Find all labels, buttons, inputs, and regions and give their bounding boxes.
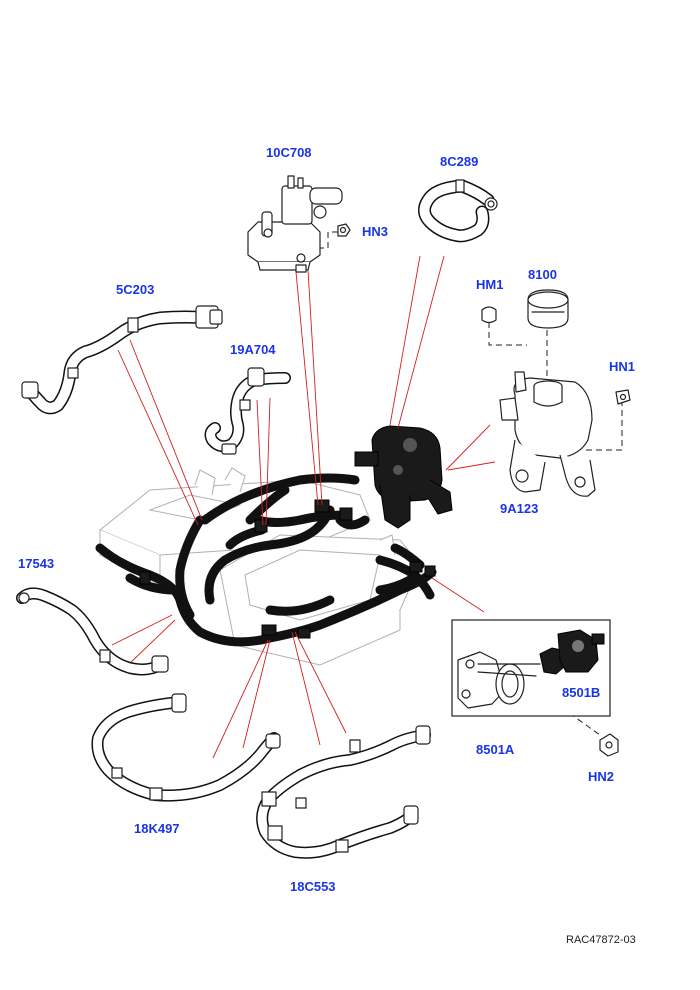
label-18K497[interactable]: 18K497: [134, 821, 180, 836]
part-HN1-bolt: [615, 389, 631, 405]
label-5C203[interactable]: 5C203: [116, 282, 155, 297]
power-module-housing: [99, 467, 421, 666]
part-18K497-hose: [91, 693, 281, 802]
label-8501A[interactable]: 8501A: [476, 742, 515, 757]
part-8C289-hose: [418, 179, 498, 243]
part-HN3-bolt: [337, 223, 351, 237]
label-HM1[interactable]: HM1: [476, 277, 504, 292]
leader-lines: [111, 255, 496, 759]
assembled-hose-harness: [95, 473, 437, 647]
part-8100-reservoir-cap: [527, 289, 569, 329]
label-8501B[interactable]: 8501B: [562, 685, 601, 700]
part-10C708-cooler: [247, 175, 343, 273]
label-9A123[interactable]: 9A123: [500, 501, 539, 516]
part-HM1-plug: [481, 306, 497, 324]
label-HN1[interactable]: HN1: [609, 359, 636, 374]
label-18C553[interactable]: 18C553: [290, 879, 336, 894]
label-17543[interactable]: 17543: [18, 556, 55, 571]
part-HN2-nut: [599, 733, 619, 757]
label-8C289[interactable]: 8C289: [440, 154, 479, 169]
part-9A123-reservoir: [499, 371, 596, 497]
part-18C553-hose: [256, 725, 431, 859]
reference-code: RAC47872-03: [566, 934, 636, 946]
label-HN3[interactable]: HN3: [362, 224, 389, 239]
label-HN2[interactable]: HN2: [588, 769, 615, 784]
part-19A704-hose: [204, 367, 291, 455]
part-5C203-hose: [21, 305, 223, 415]
inset-8501-box: [451, 619, 611, 717]
coolant-pump-assembled: [354, 425, 453, 529]
label-19A704[interactable]: 19A704: [230, 342, 276, 357]
label-8100[interactable]: 8100: [528, 267, 557, 282]
part-17543-hose: [16, 587, 169, 676]
label-10C708[interactable]: 10C708: [266, 145, 312, 160]
